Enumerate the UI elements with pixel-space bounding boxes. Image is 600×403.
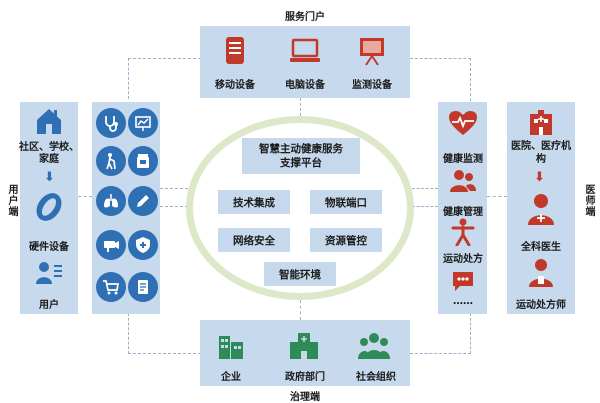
module-tech-integration: 技术集成 [218, 190, 290, 214]
home-icon [37, 109, 61, 134]
wearable-icon [36, 193, 62, 221]
platform-ring [186, 116, 414, 300]
connector-right-2 [412, 206, 438, 207]
down-arrow-icon-right: ⬇ [534, 170, 545, 185]
portal-item-monitor: 监测设备 [352, 80, 392, 91]
user-side-label: 用户端 [6, 184, 17, 217]
connector-far-left [78, 196, 92, 197]
module-network-security: 网络安全 [218, 228, 290, 252]
exercise-prescriber-icon [529, 259, 553, 287]
doctor-side-label: 医师端 [583, 184, 594, 217]
governance-enterprise: 企业 [221, 372, 241, 383]
connector-far-right [487, 196, 507, 197]
connector-top-right [410, 58, 471, 101]
platform-title: 智慧主动健康服务支撑平台 [242, 138, 360, 174]
connector-center-top [300, 98, 301, 116]
down-arrow-icon: ⬇ [44, 170, 55, 185]
monitor-device-icon [360, 38, 384, 66]
doctor-hospital-label: 医院、医疗机构 [511, 141, 571, 165]
service-more: …… [453, 296, 473, 307]
social-organization-icon [358, 333, 390, 359]
platform-title-text: 智慧主动健康服务支撑平台 [259, 143, 343, 169]
people-group-icon [450, 170, 476, 192]
module-iot-port: 物联端口 [310, 190, 382, 214]
service-health-monitoring: 健康监测 [443, 154, 483, 165]
portal-item-mobile: 移动设备 [215, 80, 255, 91]
elderly-walker-icon [96, 146, 126, 176]
portal-item-computer: 电脑设备 [285, 80, 325, 91]
computer-icon [290, 38, 320, 62]
connector-bottom-left [128, 313, 201, 354]
pencil-icon [128, 186, 158, 216]
user-profile-icon [36, 262, 62, 284]
heart-pulse-icon [449, 111, 477, 135]
medicine-jar-icon [128, 146, 158, 176]
chart-board-icon [128, 108, 158, 138]
exercise-figure-icon [451, 218, 475, 246]
connector-left-2 [160, 206, 188, 207]
user-top-label: 社区、学校、家庭 [19, 142, 79, 165]
doctor-general-label: 全科医生 [521, 242, 561, 253]
connector-bottom-right [410, 313, 471, 354]
module-smart-environment: 智能环境 [264, 262, 336, 286]
connector-top-left [128, 58, 201, 99]
connector-right-1 [412, 188, 438, 189]
governance-title: 治理端 [290, 392, 320, 403]
hospital-icon [530, 110, 552, 135]
shopping-cart-icon [96, 272, 126, 302]
chat-bubble-icon [453, 272, 473, 291]
hardware-label: 硬件设备 [29, 242, 69, 253]
stethoscope-icon [96, 108, 126, 138]
lungs-icon [96, 186, 126, 216]
governance-social-org: 社会组织 [356, 372, 396, 383]
shield-medical-icon [128, 230, 158, 260]
doctor-exercise-prescriber-label: 运动处方师 [516, 300, 566, 311]
mobile-device-icon [226, 37, 244, 64]
camera-icon [96, 230, 126, 260]
general-doctor-icon [528, 194, 554, 225]
connector-center-bottom [300, 300, 301, 320]
government-building-icon [290, 333, 318, 359]
service-health-management: 健康管理 [443, 207, 483, 218]
enterprise-building-icon [219, 336, 243, 359]
document-icon [128, 272, 158, 302]
portal-title: 服务门户 [285, 12, 325, 23]
module-resource-control: 资源管控 [310, 228, 382, 252]
user-label: 用户 [39, 300, 59, 311]
connector-left-1 [160, 188, 188, 189]
governance-government: 政府部门 [285, 372, 325, 383]
service-exercise-prescription: 运动处方 [443, 254, 483, 265]
